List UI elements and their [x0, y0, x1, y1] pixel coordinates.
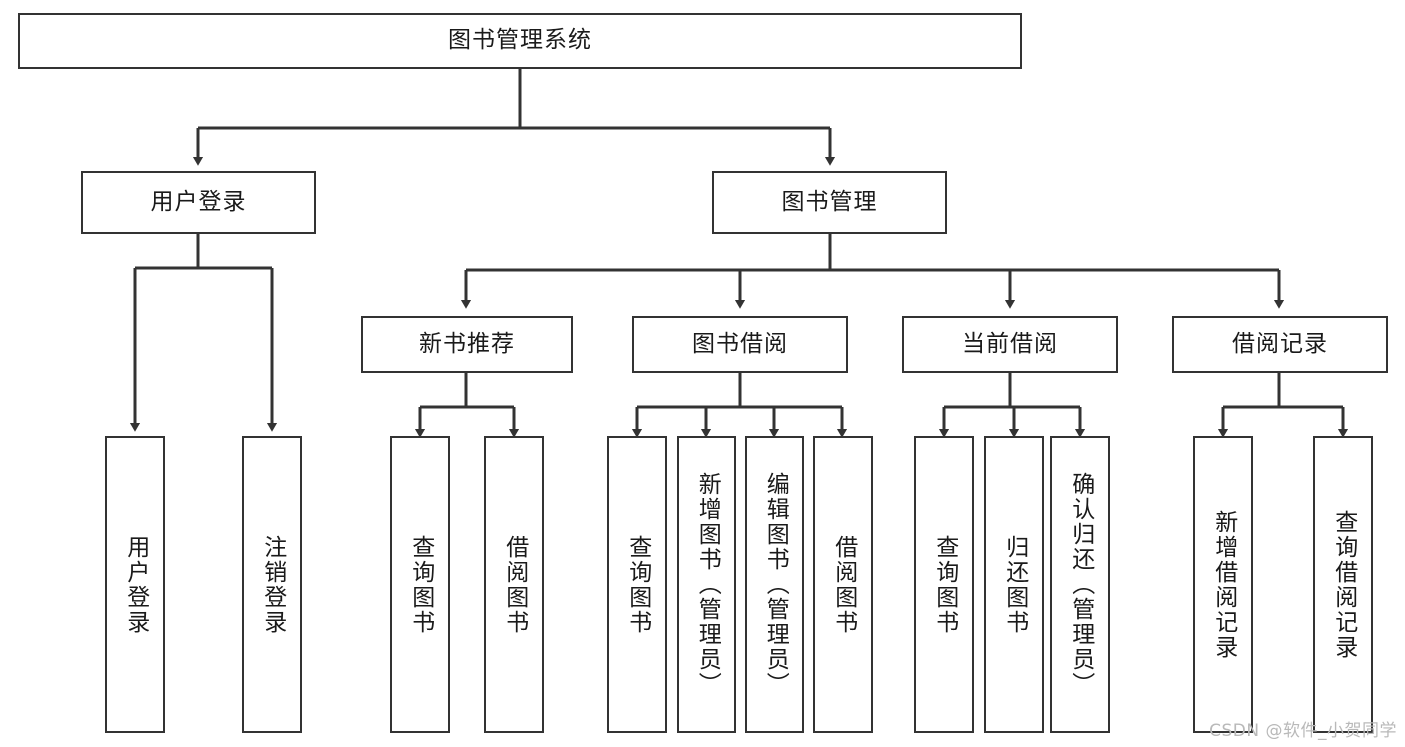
node-leaf-query-book-2[interactable]: 查询图书: [607, 436, 667, 733]
node-leaf-query-book-2-label: 查询图书: [624, 534, 651, 635]
node-leaf-query-record[interactable]: 查询借阅记录: [1313, 436, 1373, 733]
node-leaf-add-record[interactable]: 新增借阅记录: [1193, 436, 1253, 733]
node-leaf-confirm-return[interactable]: 确认归还（管理员）: [1050, 436, 1110, 733]
node-leaf-add-book-label: 新增图书（管理员）: [694, 472, 721, 697]
node-borrow-record-label: 借阅记录: [1232, 330, 1328, 357]
node-leaf-add-book[interactable]: 新增图书（管理员）: [677, 436, 736, 733]
node-leaf-edit-book-label: 编辑图书（管理员）: [762, 472, 789, 697]
node-leaf-confirm-return-label: 确认归还（管理员）: [1067, 472, 1094, 697]
node-borrow-record[interactable]: 借阅记录: [1172, 316, 1388, 373]
node-leaf-query-book-1[interactable]: 查询图书: [390, 436, 450, 733]
node-leaf-return-book-label: 归还图书: [1001, 534, 1028, 635]
node-leaf-query-book-3[interactable]: 查询图书: [914, 436, 974, 733]
node-leaf-borrow-book-2-label: 借阅图书: [830, 534, 857, 635]
node-book-borrow[interactable]: 图书借阅: [632, 316, 848, 373]
node-root-label: 图书管理系统: [448, 27, 592, 54]
node-user-login[interactable]: 用户登录: [81, 171, 316, 234]
node-new-book-recommend-label: 新书推荐: [419, 330, 515, 357]
node-leaf-user-login-label: 用户登录: [122, 534, 149, 635]
node-user-login-label: 用户登录: [150, 188, 247, 215]
node-leaf-query-record-label: 查询借阅记录: [1330, 509, 1357, 660]
node-leaf-borrow-book-2[interactable]: 借阅图书: [813, 436, 873, 733]
node-new-book-recommend[interactable]: 新书推荐: [361, 316, 573, 373]
node-leaf-edit-book[interactable]: 编辑图书（管理员）: [745, 436, 804, 733]
node-leaf-return-book[interactable]: 归还图书: [984, 436, 1044, 733]
node-book-manage-label: 图书管理: [781, 188, 878, 215]
node-leaf-borrow-book-1-label: 借阅图书: [501, 534, 528, 635]
node-leaf-query-book-3-label: 查询图书: [931, 534, 958, 635]
node-leaf-user-logout-label: 注销登录: [259, 534, 286, 635]
node-current-borrow-label: 当前借阅: [962, 330, 1058, 357]
node-current-borrow[interactable]: 当前借阅: [902, 316, 1118, 373]
node-leaf-add-record-label: 新增借阅记录: [1210, 509, 1237, 660]
node-leaf-borrow-book-1[interactable]: 借阅图书: [484, 436, 544, 733]
node-root[interactable]: 图书管理系统: [18, 13, 1022, 69]
node-leaf-user-logout[interactable]: 注销登录: [242, 436, 302, 733]
node-book-borrow-label: 图书借阅: [692, 330, 788, 357]
node-book-manage[interactable]: 图书管理: [712, 171, 947, 234]
node-leaf-user-login[interactable]: 用户登录: [105, 436, 165, 733]
csdn-watermark: CSDN @软件_小贺同学: [1209, 721, 1397, 741]
node-leaf-query-book-1-label: 查询图书: [407, 534, 434, 635]
